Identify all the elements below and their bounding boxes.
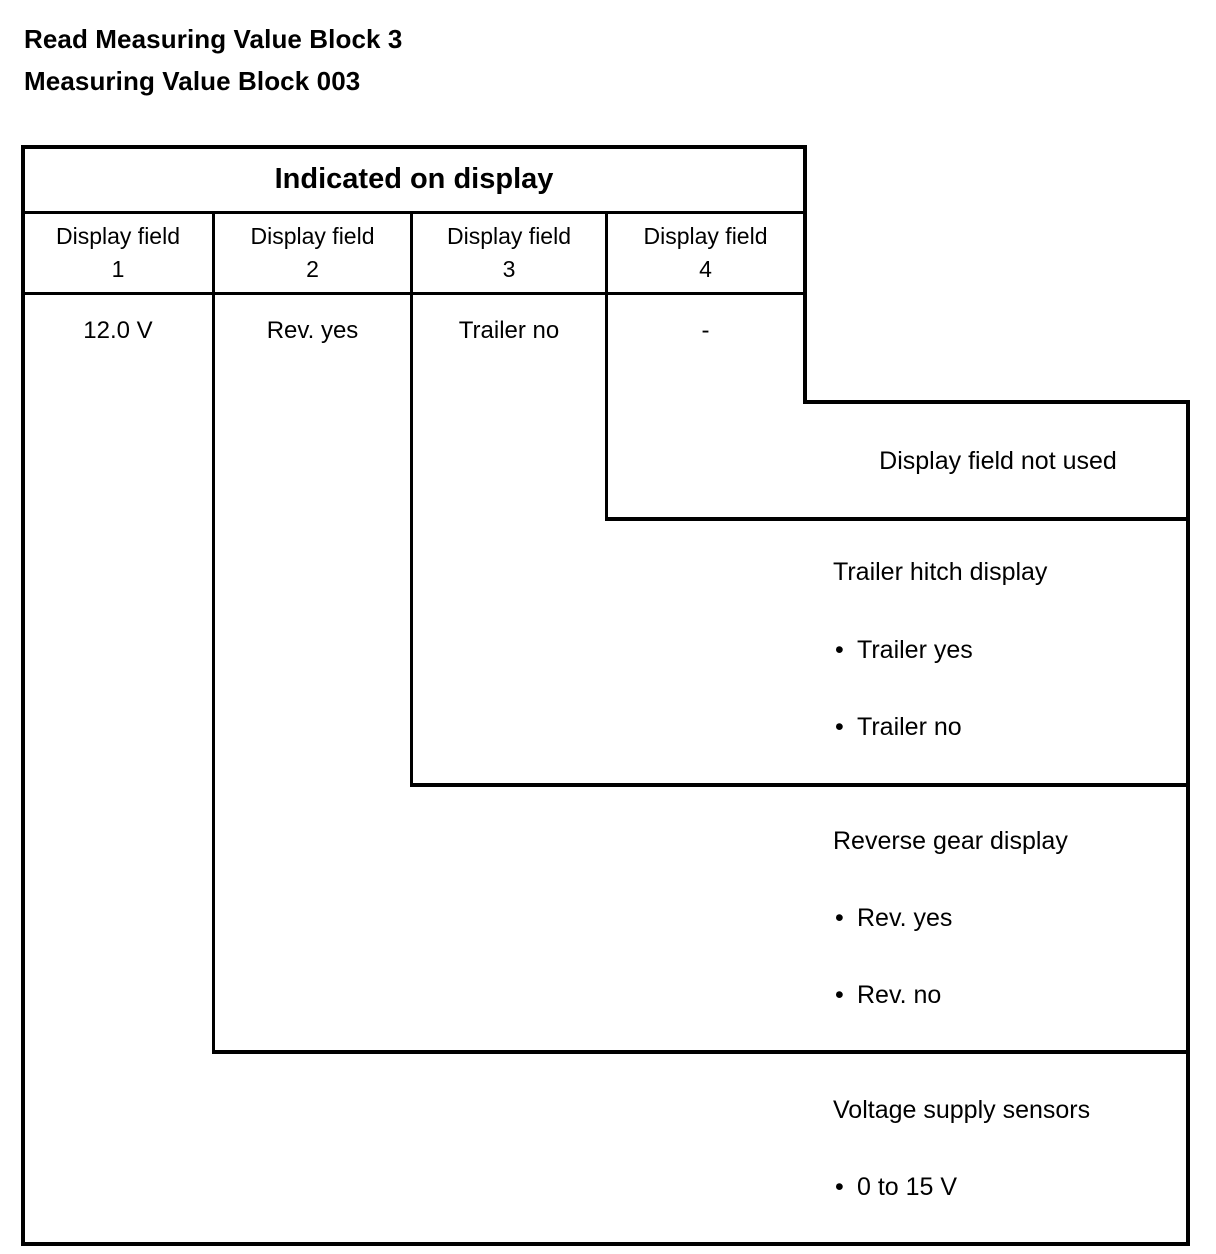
banner-bottom-border [21,211,807,214]
bullet-label: Trailer no [857,713,962,741]
column-header-2-line2: 2 [306,256,319,282]
figure-bottom-border [21,1242,1190,1246]
value-cell-4: - [701,317,710,344]
bullet-icon: • [835,636,844,664]
panel-display-field-1-bullet-1: • 0 to 15 V [835,1173,957,1202]
column-header-bottom-border [21,292,807,295]
bullet-label: Trailer yes [857,636,973,664]
column-header-2-line1: Display field [250,223,375,249]
panel-separator-2-1 [212,1050,1190,1054]
title-line-1: Read Measuring Value Block 3 [24,24,403,54]
column-header-2: Display field 2 [215,220,410,286]
bullet-icon: • [835,1173,844,1201]
column-header-1-line2: 1 [111,256,125,282]
column-header-1-line1: Display field [56,223,180,249]
column-header-3-line1: Display field [447,223,571,249]
bullet-icon: • [835,904,844,932]
panel-display-field-3-heading: Trailer hitch display [833,558,1048,586]
panel-display-field-2-bullet-2: • Rev. no [835,981,941,1010]
column-header-3-line2: 3 [502,256,516,282]
column-divider-2 [410,211,413,786]
figure-left-border [21,145,25,1246]
panel-display-field-3-bullet-2: • Trailer no [835,713,962,742]
column-divider-1 [212,211,215,1053]
bullet-label: Rev. no [857,981,942,1009]
bullet-label: 0 to 15 V [857,1173,958,1201]
column-header-3: Display field 3 [413,220,605,286]
title-line-2: Measuring Value Block 003 [24,66,361,96]
panel-display-field-4-note: Display field not used [879,447,1117,475]
table-top-border [21,145,807,149]
panels-right-border [1186,400,1190,1246]
table-right-border [803,145,807,403]
page-title: Read Measuring Value Block 3 Measuring V… [24,18,403,102]
panel-separator-3-2 [410,783,1190,787]
column-header-4: Display field 4 [608,220,803,286]
panel-display-field-1-heading: Voltage supply sensors [833,1096,1091,1124]
column-header-4-line2: 4 [699,256,712,282]
column-header-1: Display field 1 [24,220,212,286]
bullet-icon: • [835,981,844,1009]
value-cell-2: Rev. yes [266,317,359,344]
panel-ledge-4 [803,400,1190,404]
bullet-label: Rev. yes [857,904,953,932]
panel-display-field-2-heading: Reverse gear display [833,827,1068,855]
column-header-4-line1: Display field [643,223,768,249]
value-cell-1: 12.0 V [83,317,153,344]
panel-separator-4-3 [605,517,1190,521]
panel-display-field-3-bullet-1: • Trailer yes [835,636,973,665]
value-cell-3: Trailer no [458,317,560,344]
panel-display-field-2-bullet-1: • Rev. yes [835,904,952,933]
table-banner-label: Indicated on display [274,163,554,195]
column-divider-3 [605,211,608,520]
bullet-icon: • [835,713,844,741]
